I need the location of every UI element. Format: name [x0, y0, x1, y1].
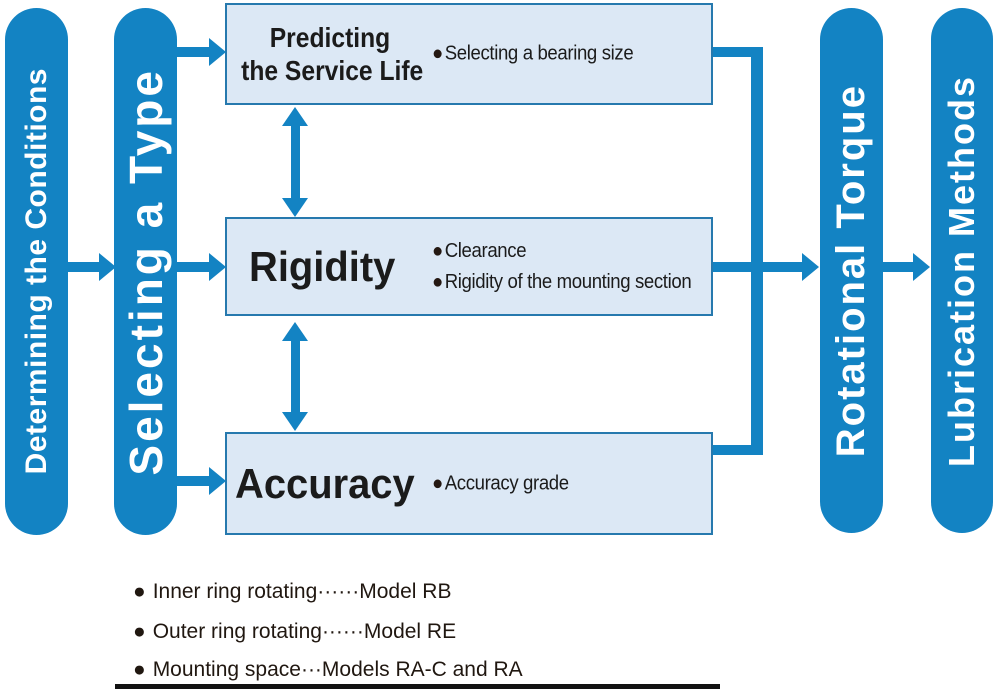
stage-pill-lubrication-methods: Lubrication Methods: [931, 8, 993, 533]
box-title-line2: the Service Life: [241, 55, 424, 86]
bullet-text: Accuracy grade: [444, 472, 569, 494]
box-bullets-rigidity: ●Clearance ●Rigidity of the mounting sec…: [432, 240, 711, 294]
note-inner-ring: ● Inner ring rotating······Model RB: [133, 580, 451, 604]
stage-label-determining-conditions: Determining the Conditions: [19, 68, 53, 475]
box-title-line1: Predicting: [269, 21, 391, 53]
note-text: Outer ring rotating······Model RE: [152, 620, 457, 643]
bullet-text: Selecting a bearing size: [444, 42, 634, 65]
bullet-text: Clearance: [444, 239, 527, 262]
box-accuracy: Accuracy ●Accuracy grade: [225, 432, 713, 535]
box-title-predicting-service-life: Predicting the Service Life: [241, 21, 424, 87]
stage-label-rotational-torque: Rotational Torque: [829, 83, 873, 458]
bullet-icon: ●: [432, 270, 443, 293]
stage-label-selecting-a-type: Selecting a Type: [119, 67, 172, 476]
stage-label-lubrication-methods: Lubrication Methods: [941, 74, 982, 467]
bullet-icon: ●: [133, 658, 146, 681]
bullet-item: ●Selecting a bearing size: [432, 42, 634, 66]
bullet-item: ●Accuracy grade: [432, 472, 569, 495]
box-bullets-accuracy: ●Accuracy grade: [432, 472, 579, 495]
stage-pill-determining-conditions: Determining the Conditions: [5, 8, 68, 535]
bottom-crop-bar: [115, 684, 720, 689]
note-outer-ring: ● Outer ring rotating······Model RE: [133, 620, 456, 644]
box-title-rigidity: Rigidity: [249, 242, 396, 290]
box-title-accuracy: Accuracy: [235, 459, 415, 507]
bullet-item: ●Clearance: [432, 240, 691, 263]
note-text: Mounting space···Models RA-C and RA: [152, 658, 523, 681]
bullet-icon: ●: [133, 620, 146, 643]
bullet-icon: ●: [133, 580, 146, 603]
note-mounting-space: ● Mounting space···Models RA-C and RA: [133, 658, 523, 682]
stage-pill-selecting-a-type: Selecting a Type: [114, 8, 177, 535]
bullet-icon: ●: [432, 42, 443, 65]
bullet-item: ●Rigidity of the mounting section: [432, 270, 692, 294]
box-predicting-service-life: Predicting the Service Life ●Selecting a…: [225, 3, 713, 105]
bullet-icon: ●: [432, 239, 443, 262]
bullet-icon: ●: [432, 472, 443, 494]
box-bullets-predicting: ●Selecting a bearing size: [432, 43, 648, 66]
stage-pill-rotational-torque: Rotational Torque: [820, 8, 883, 533]
note-text: Inner ring rotating······Model RB: [152, 580, 452, 603]
bullet-text: Rigidity of the mounting section: [444, 270, 692, 293]
box-rigidity: Rigidity ●Clearance ●Rigidity of the mou…: [225, 217, 713, 316]
